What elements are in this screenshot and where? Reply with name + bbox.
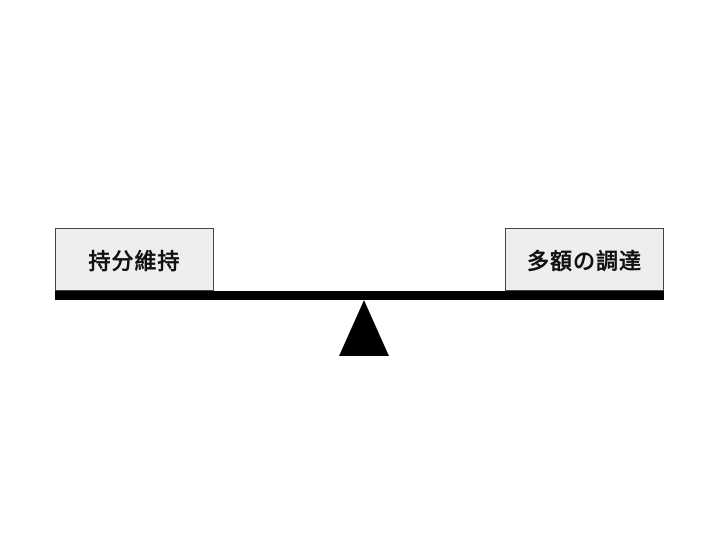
left-weight-box: 持分維持 <box>55 228 214 291</box>
right-weight-label: 多額の調達 <box>526 249 642 275</box>
seesaw-beam <box>55 291 664 300</box>
left-weight-label: 持分維持 <box>88 249 181 275</box>
right-weight-box: 多額の調達 <box>505 228 664 291</box>
fulcrum-triangle <box>339 300 389 356</box>
